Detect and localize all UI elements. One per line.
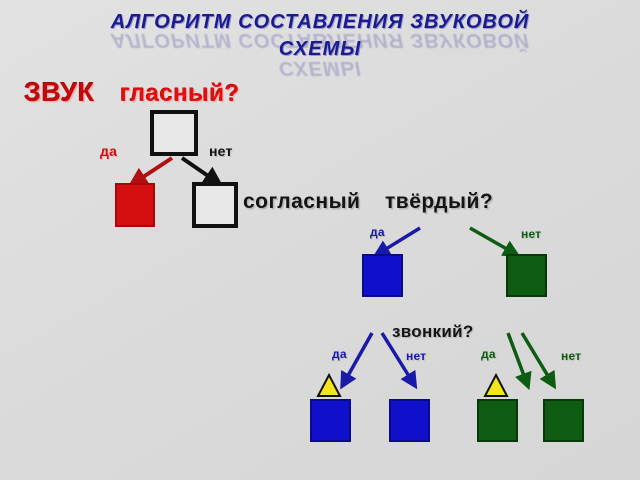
arrow-consonant-to-soft [469, 226, 521, 257]
question-voiced: звонкий? [392, 322, 474, 341]
hard-voiceless-blue-box [389, 399, 430, 442]
question-consonant-word: согласный [243, 190, 361, 213]
voiced-bell-triangle-green [483, 372, 509, 397]
consonant-white-box [192, 182, 238, 228]
arrow-hard-to-voiceless [380, 332, 418, 390]
branch-label-q3-blue-yes: да [332, 347, 347, 361]
branch-label-q2-no: нет [521, 227, 542, 241]
root-word-zvuk: ЗВУК [24, 77, 95, 107]
slide-title-line1: АЛГОРИТМ СОСТАВЛЕНИЯ ЗВУКОВОЙ [110, 11, 530, 33]
branch-label-q1-yes: да [100, 143, 118, 159]
branch-label-q3-green-yes: да [481, 347, 496, 361]
branch-label-q3-blue-no: нет [406, 349, 427, 363]
soft-voiced-green-box [477, 399, 518, 442]
question-vowel: гласный? [120, 80, 240, 107]
soft-voiceless-green-box [543, 399, 584, 442]
arrow-soft-to-voiceless [520, 332, 557, 390]
sound-start-box [150, 110, 198, 156]
question-hard: твёрдый? [385, 190, 494, 213]
hard-blue-box [362, 254, 403, 297]
branch-label-q3-green-no: нет [561, 349, 582, 363]
hard-voiced-blue-box [310, 399, 351, 442]
slide-title-line2: СХЕМЫ [278, 38, 362, 60]
soft-green-box [506, 254, 547, 297]
arrow-root-to-consonant [180, 156, 224, 187]
arrow-hard-to-voiced [340, 332, 374, 390]
vowel-red-box [115, 183, 155, 227]
voiced-bell-triangle-blue [316, 372, 342, 397]
arrow-root-to-vowel [127, 156, 174, 188]
arrow-soft-to-voiced [506, 332, 532, 391]
arrow-consonant-to-hard [372, 226, 421, 258]
branch-label-q1-no: нет [209, 143, 233, 159]
branch-label-q2-yes: да [370, 225, 385, 239]
